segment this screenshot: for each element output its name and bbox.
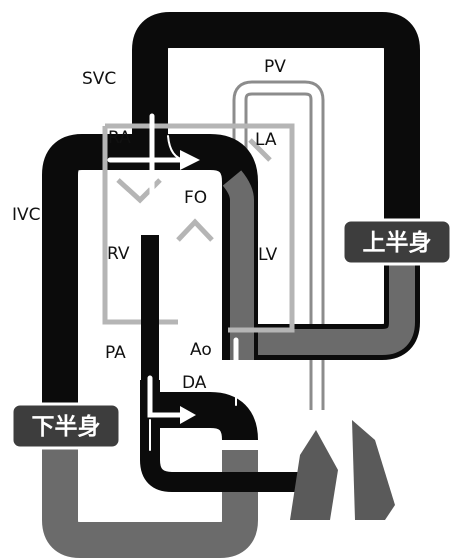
label-da: DA: [182, 373, 207, 393]
label-ao: Ao: [190, 340, 212, 360]
left-lung: [352, 420, 395, 520]
aorta-branch-arrowhead: [270, 362, 286, 378]
upper-body-badge-label: 上半身: [363, 229, 432, 256]
label-lv: LV: [258, 245, 278, 265]
label-fo: FO: [184, 188, 207, 208]
lungs: [290, 420, 395, 520]
svc-down-arrowhead: [140, 212, 164, 228]
label-rv: RV: [107, 244, 130, 264]
label-pv: PV: [264, 57, 286, 77]
upper-body-badge: 上半身: [343, 220, 451, 264]
lower-body-badge-label: 下半身: [32, 413, 101, 440]
label-la: LA: [255, 130, 277, 150]
foramen-ovale-valve: [178, 222, 212, 240]
label-svc: SVC: [82, 69, 116, 89]
label-ivc: IVC: [12, 205, 41, 225]
lower-body-badge: 下半身: [12, 404, 120, 448]
label-pa: PA: [105, 343, 126, 363]
right-lung: [290, 430, 338, 520]
label-ra: RA: [108, 128, 131, 148]
